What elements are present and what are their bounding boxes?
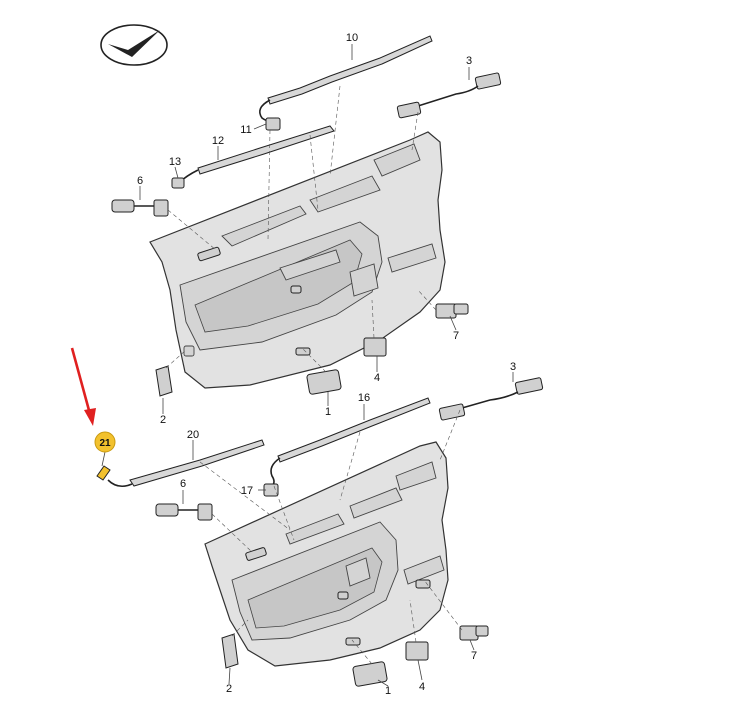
callout-3-lower: 3 xyxy=(510,361,516,373)
callout-13: 13 xyxy=(169,156,181,168)
callout-16: 16 xyxy=(358,392,370,404)
callout-10-upper: 10 xyxy=(346,32,358,44)
part-6-connector-lower xyxy=(155,503,213,521)
callout-1-lower: 1 xyxy=(385,685,391,697)
part-3-cable-lower xyxy=(438,377,544,421)
callout-7-lower: 7 xyxy=(471,650,477,662)
callout-12: 12 xyxy=(212,135,224,147)
callout-17: 17 xyxy=(241,485,253,497)
part-20-trim-strip xyxy=(107,439,265,488)
callout-20: 20 xyxy=(187,429,199,441)
red-arrow-indicator xyxy=(70,347,96,426)
part-6-connector-upper xyxy=(111,199,169,217)
part-12-trim-strip xyxy=(171,125,335,189)
part-2-bracket-lower xyxy=(221,633,239,669)
part-21-connector xyxy=(96,465,111,481)
part-2-bracket-upper xyxy=(155,365,173,397)
leader-lines xyxy=(101,44,514,687)
callout-4-lower: 4 xyxy=(419,681,425,693)
callout-4-upper: 4 xyxy=(374,372,380,384)
callout-3-upper: 3 xyxy=(466,55,472,67)
part-10-wiring-strip xyxy=(259,35,433,131)
callout-6-upper: 6 xyxy=(137,175,143,187)
callout-labels: 10 3 11 12 13 6 7 4 1 2 16 3 20 21 17 6 … xyxy=(99,32,516,697)
assembly-lines xyxy=(165,85,463,665)
part-1-module-upper xyxy=(306,369,342,395)
front-door-trim-panel xyxy=(149,131,446,389)
rear-door-trim-panel xyxy=(204,441,449,667)
part-3-cable-upper xyxy=(396,72,502,119)
part-4-clip-lower xyxy=(405,641,429,661)
callout-11: 11 xyxy=(240,124,251,136)
callout-21: 21 xyxy=(99,438,111,449)
part-4-clip-upper xyxy=(363,337,387,357)
callout-6-lower: 6 xyxy=(180,478,186,490)
callout-2-lower: 2 xyxy=(226,683,232,695)
part-7-switch-upper xyxy=(435,303,469,319)
part-21-badge xyxy=(94,431,116,453)
callout-1-upper: 1 xyxy=(325,406,331,418)
part-7-switch-lower xyxy=(459,625,489,641)
callout-2-upper: 2 xyxy=(160,414,166,426)
vag-checkmark-logo xyxy=(100,24,168,66)
callout-7-upper: 7 xyxy=(453,330,459,342)
